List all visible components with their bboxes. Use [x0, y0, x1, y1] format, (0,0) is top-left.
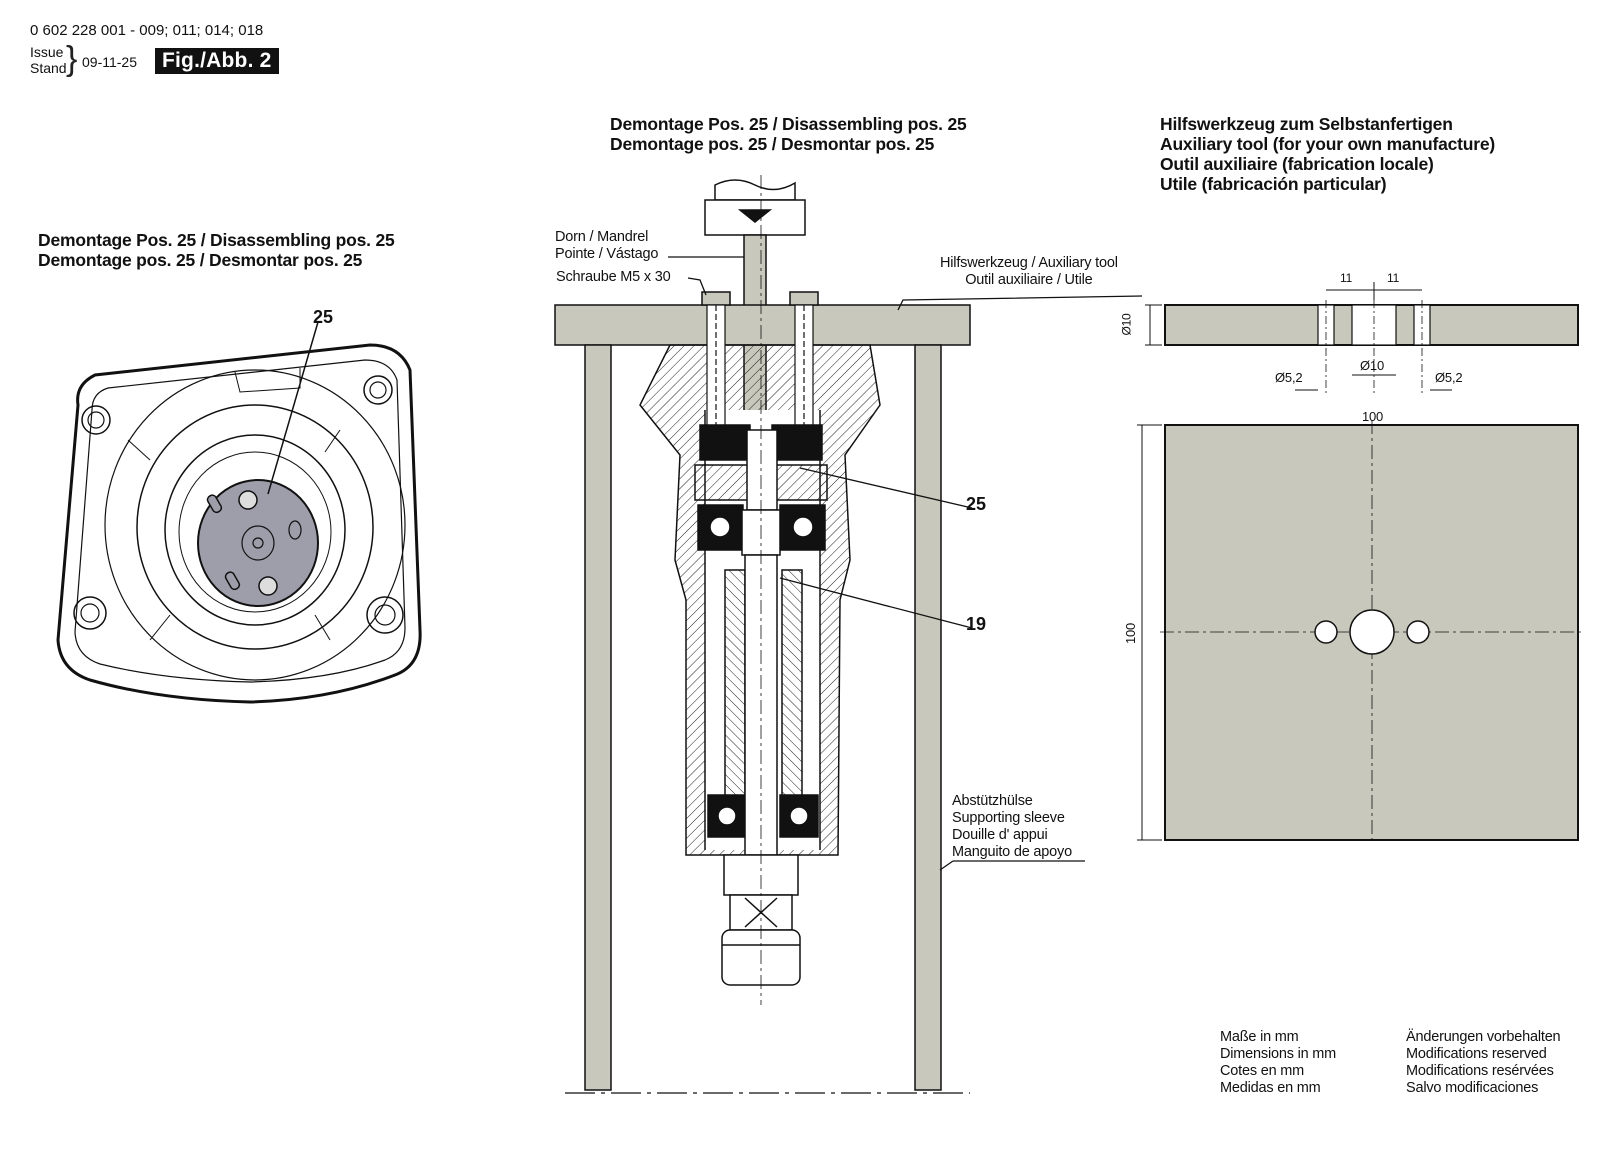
right-panel-title: Hilfswerkzeug zum Selbstanfertigen Auxil…	[1160, 114, 1495, 194]
sleeve-label: Abstützhülse Supporting sleeve Douille d…	[952, 793, 1072, 861]
mandrel-label-line2: Pointe / Vástago	[555, 246, 659, 262]
sleeve-label-line1: Abstützhülse	[952, 793, 1033, 809]
bearing-flange-pos-25	[197, 479, 319, 607]
dim-hole-right: Ø5,2	[1435, 370, 1463, 385]
modifications-note: Änderungen vorbehalten Modifications res…	[1406, 1029, 1561, 1097]
left-title-line1: Demontage Pos. 25 / Disassembling pos. 2…	[38, 230, 395, 250]
dim-height: 100	[1123, 622, 1139, 645]
mods-line2: Modifications reserved	[1406, 1046, 1547, 1062]
callout-25-left: 25	[313, 307, 334, 327]
stand-label: Stand	[30, 60, 67, 76]
units-line2: Dimensions in mm	[1220, 1046, 1337, 1062]
aux-tool-side-view	[1145, 282, 1579, 395]
mods-line4: Salvo modificaciones	[1406, 1080, 1539, 1096]
callout-19: 19	[966, 614, 987, 634]
screw-label: Schraube M5 x 30	[556, 269, 671, 285]
ball-bearings	[697, 504, 826, 838]
left-title-line2: Demontage pos. 25 / Desmontar pos. 25	[38, 250, 363, 270]
leader-line-25-left	[267, 321, 319, 495]
press-tool-handle	[704, 179, 806, 236]
units-line3: Cotes en mm	[1220, 1063, 1305, 1079]
dim-width: 100	[1362, 409, 1384, 424]
brace-glyph: }	[66, 40, 78, 78]
units-line4: Medidas en mm	[1220, 1080, 1321, 1096]
mandrel-label: Dorn / Mandrel Pointe / Vástago	[555, 229, 658, 263]
units-line1: Maße in mm	[1220, 1029, 1299, 1045]
mods-line1: Änderungen vorbehalten	[1406, 1029, 1561, 1045]
sleeve-label-line3: Douille d' appui	[952, 827, 1048, 843]
mods-line3: Modifications resérvées	[1406, 1063, 1554, 1079]
aux-tool-label: Hilfswerkzeug / Auxiliary tool Outil aux…	[940, 255, 1118, 289]
right-title-line2: Auxiliary tool (for your own manufacture…	[1160, 134, 1496, 154]
leader-lines-center	[668, 256, 1143, 871]
dim-hole-center: Ø10	[1360, 358, 1384, 373]
center-title-line1: Demontage Pos. 25 / Disassembling pos. 2…	[610, 114, 967, 134]
figure-badge: Fig./Abb. 2	[155, 48, 279, 74]
sleeve-label-line2: Supporting sleeve	[952, 810, 1065, 826]
units-note: Maße in mm Dimensions in mm Cotes en mm …	[1220, 1029, 1336, 1097]
right-title-line1: Hilfswerkzeug zum Selbstanfertigen	[1160, 114, 1453, 134]
supporting-sleeve	[584, 344, 942, 1091]
center-title-line2: Demontage pos. 25 / Desmontar pos. 25	[610, 134, 935, 154]
dim-11-left: 11	[1340, 271, 1353, 285]
callout-25-center: 25	[966, 494, 987, 514]
right-title-line4: Utile (fabricación particular)	[1160, 174, 1387, 194]
mandrel-label-line1: Dorn / Mandrel	[555, 229, 649, 245]
dim-hole-left: Ø5,2	[1275, 370, 1303, 385]
part-number-list: 0 602 228 001 - 009; 011; 014; 018	[30, 22, 264, 39]
auxiliary-tool-plate	[554, 291, 971, 346]
left-panel-title: Demontage Pos. 25 / Disassembling pos. 2…	[38, 230, 395, 270]
dim-11-right: 11	[1387, 271, 1400, 285]
aux-tool-label-line2: Outil auxiliaire / Utile	[965, 272, 1093, 288]
flange-pos-25-section	[694, 424, 828, 501]
issue-label-block: Issue Stand	[30, 44, 67, 76]
issue-label: Issue	[30, 44, 64, 60]
aux-tool-label-line1: Hilfswerkzeug / Auxiliary tool	[940, 255, 1118, 271]
right-title-line3: Outil auxiliaire (fabrication locale)	[1160, 154, 1434, 174]
center-panel-title: Demontage Pos. 25 / Disassembling pos. 2…	[610, 114, 967, 154]
sleeve-label-line4: Manguito de apoyo	[952, 844, 1072, 860]
aux-tool-top-view	[1137, 420, 1585, 845]
dim-thickness: Ø10	[1119, 313, 1134, 336]
issue-date: 09-11-25	[82, 54, 138, 70]
